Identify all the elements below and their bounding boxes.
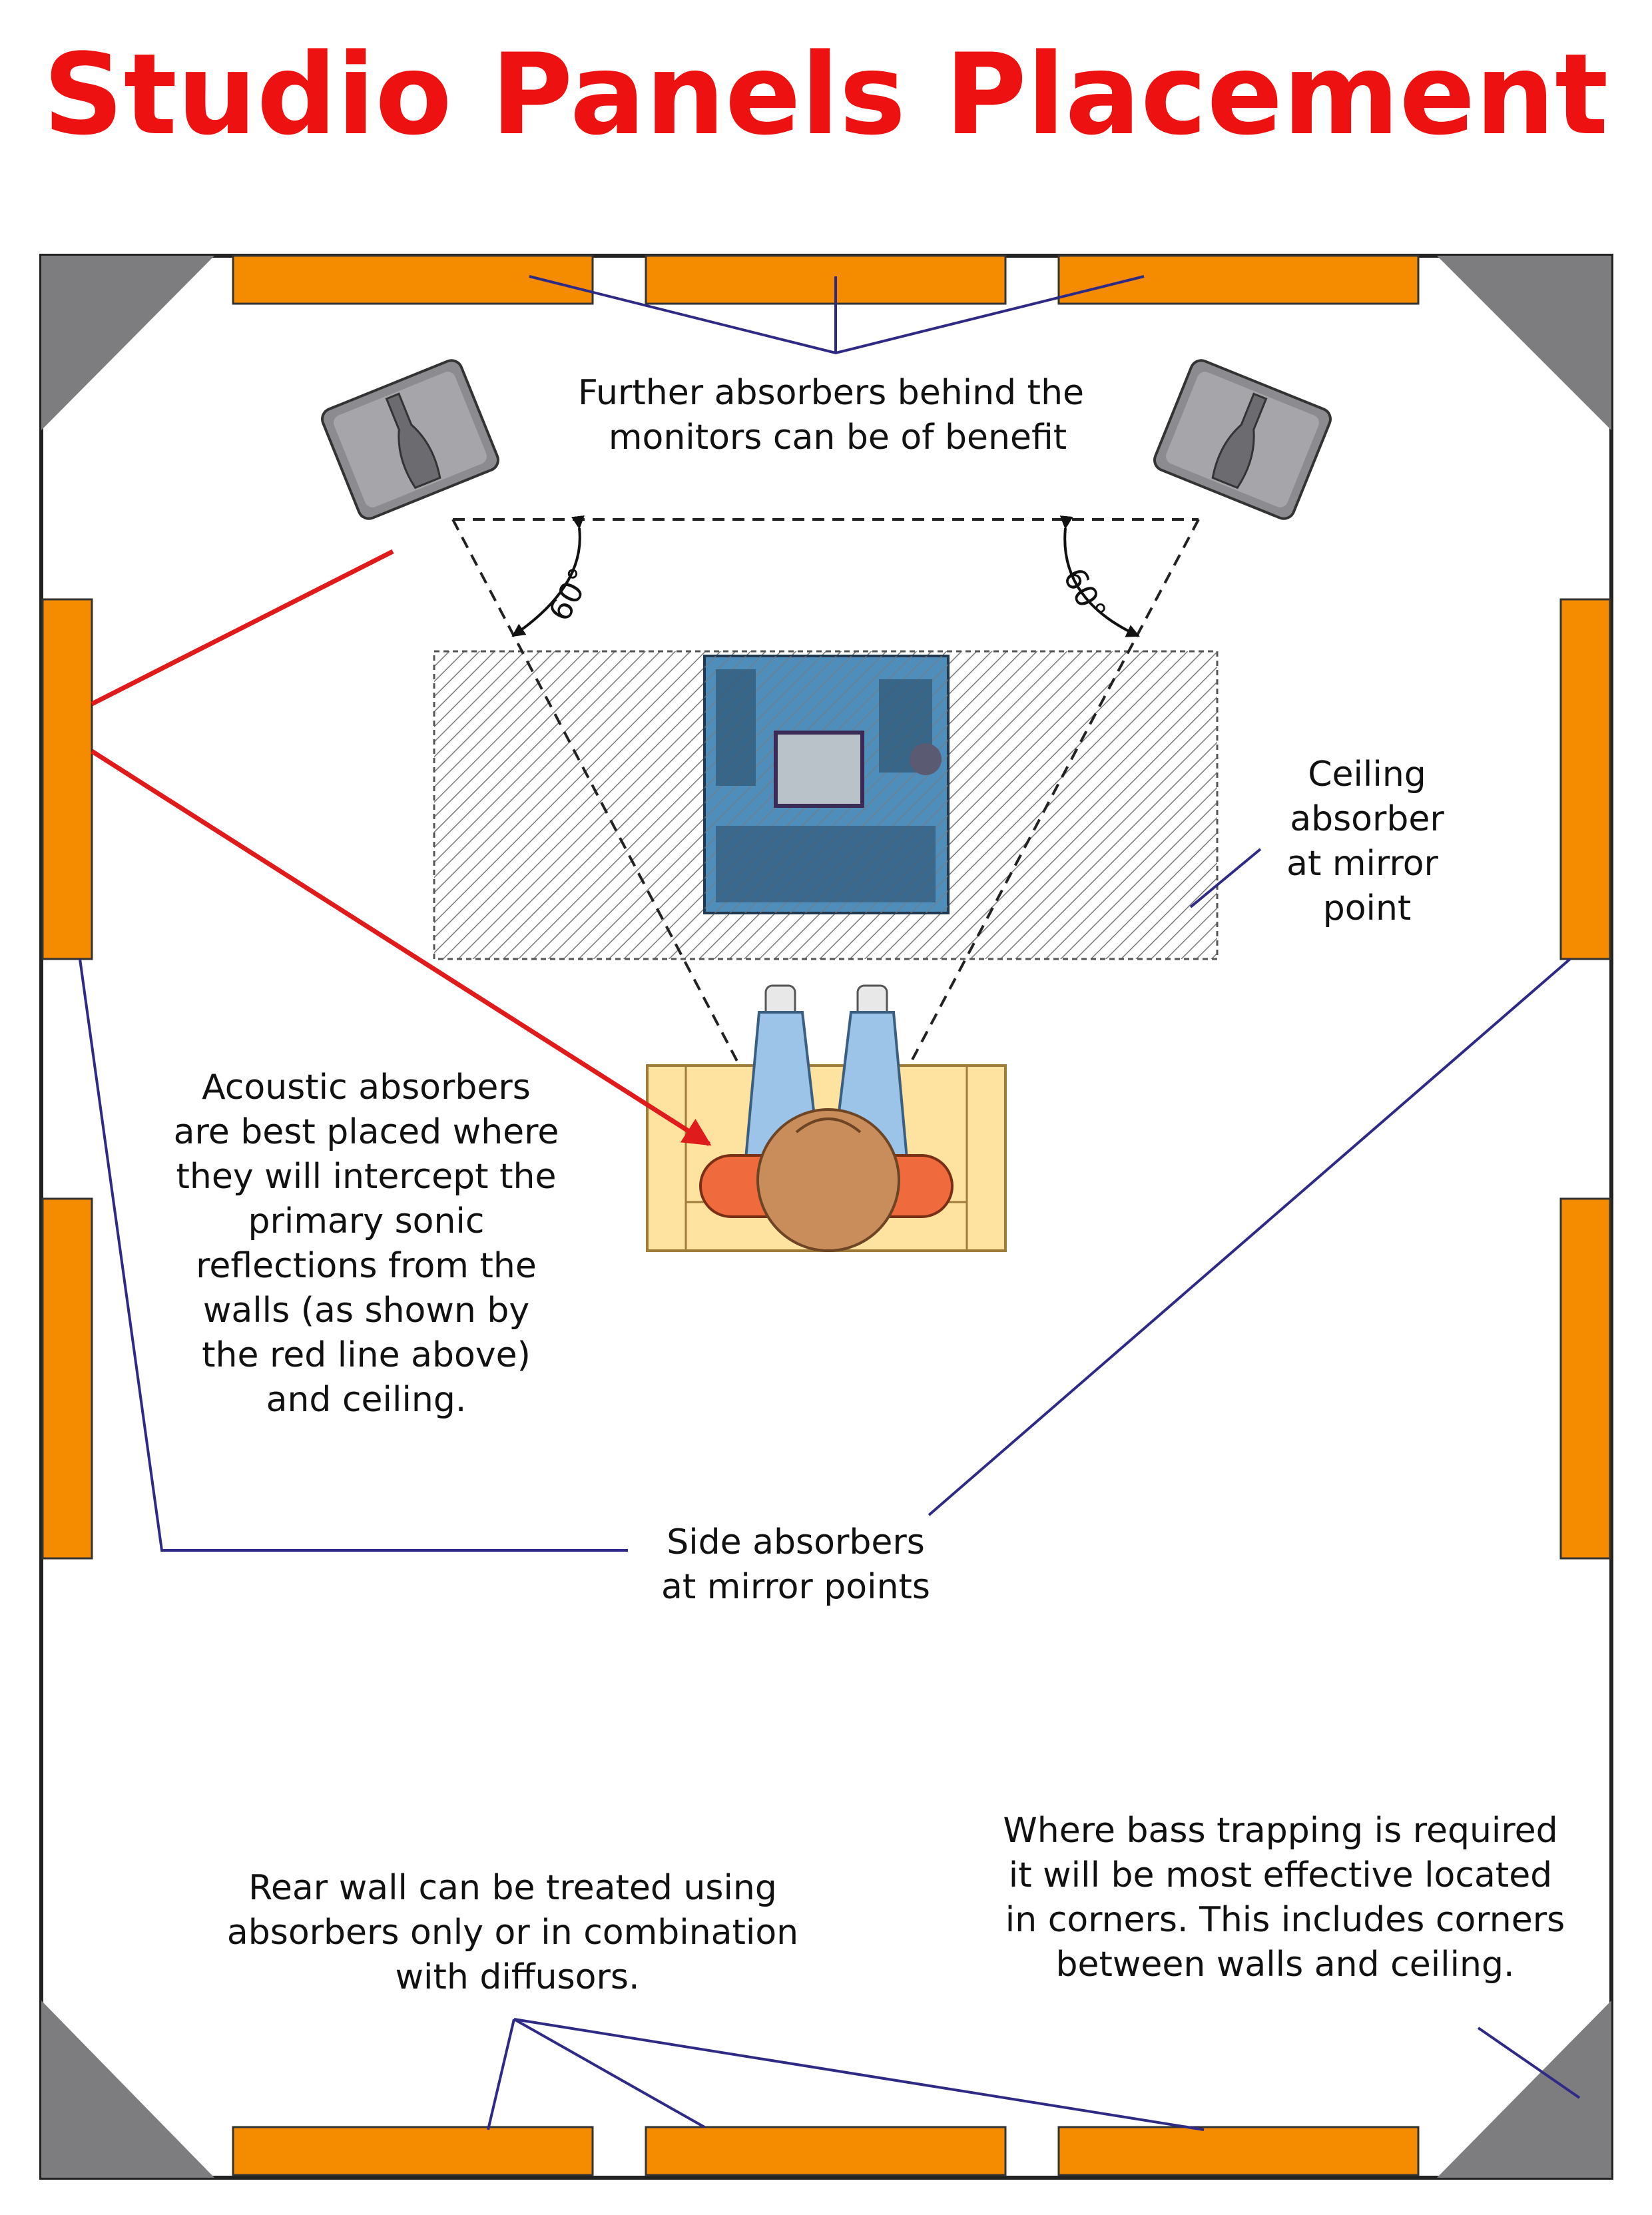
front-absorber-panel-right bbox=[1057, 254, 1420, 305]
left-speaker bbox=[321, 359, 499, 520]
annotation-line: Acoustic absorbers bbox=[202, 1068, 531, 1108]
leader-rear-left bbox=[487, 2019, 515, 2130]
leader-bass-trap bbox=[1477, 2027, 1581, 2099]
leader-rear-center bbox=[513, 2018, 705, 2128]
annotation-line: with diffusors. bbox=[396, 1957, 640, 1997]
front-absorber-panel-center bbox=[645, 254, 1007, 305]
annotation-line: point bbox=[1323, 888, 1412, 928]
reflection-line-reflected bbox=[91, 749, 712, 1146]
side-absorber-panel-left-upper bbox=[41, 598, 93, 960]
annotation-line: absorbers only or in combination bbox=[227, 1913, 798, 1953]
leader-lines bbox=[79, 275, 1581, 2131]
leader-side-right bbox=[928, 958, 1571, 1516]
annotation-line: Further absorbers behind the bbox=[578, 373, 1084, 413]
annotation-line: at mirror points bbox=[661, 1567, 930, 1607]
front-absorber-panel-left bbox=[232, 254, 594, 305]
leader-side-left bbox=[79, 958, 628, 1552]
corner-bass-trap-top-right bbox=[1437, 256, 1611, 430]
annotation-line: at mirror bbox=[1286, 844, 1438, 884]
corner-bass-trap-top-left bbox=[41, 256, 214, 430]
rear-absorber-panel-right bbox=[1057, 2126, 1420, 2176]
right-angle-arc bbox=[1059, 515, 1140, 637]
engineer-top-view-icon bbox=[699, 984, 954, 1252]
side-absorber-panel-right-upper bbox=[1559, 598, 1611, 960]
annotation-line: and ceiling. bbox=[266, 1380, 467, 1420]
annotation-line: absorber bbox=[1290, 799, 1444, 839]
side-absorber-panel-right-lower bbox=[1559, 1197, 1611, 1560]
right-speaker bbox=[1153, 359, 1332, 520]
annotation-line: in corners. This includes corners bbox=[1005, 1900, 1565, 1940]
annotation-further-absorbers: Further absorbers behind the monitors ca… bbox=[578, 373, 1084, 458]
annotation-line: between walls and ceiling. bbox=[1055, 1945, 1514, 1985]
page-title: Studio Panels Placement bbox=[43, 29, 1609, 160]
annotation-line: walls (as shown by bbox=[203, 1291, 529, 1331]
annotation-acoustic-absorbers: Acoustic absorbers are best placed where… bbox=[174, 1068, 559, 1420]
annotation-line: are best placed where bbox=[174, 1112, 559, 1152]
annotation-line: Ceiling bbox=[1308, 755, 1426, 794]
annotation-side-absorbers: Side absorbers at mirror points bbox=[661, 1522, 930, 1607]
leader-rear-right bbox=[513, 2018, 1205, 2131]
annotation-bass-trapping: Where bass trapping is required it will … bbox=[1003, 1811, 1565, 1985]
left-angle-arc bbox=[511, 515, 585, 637]
rear-absorber-panel-center bbox=[645, 2126, 1007, 2176]
annotation-ceiling-absorber: Ceiling absorber at mirror point bbox=[1286, 755, 1444, 928]
annotation-line: reflections from the bbox=[196, 1246, 537, 1286]
annotation-line: Where bass trapping is required bbox=[1003, 1811, 1557, 1851]
annotation-line: monitors can be of benefit bbox=[609, 418, 1067, 458]
corner-bass-trap-bottom-right bbox=[1437, 2001, 1611, 2178]
annotation-line: it will be most effective located bbox=[1009, 1855, 1552, 1895]
leader-ceiling-absorber bbox=[1189, 848, 1262, 908]
annotation-line: Rear wall can be treated using bbox=[248, 1868, 777, 1908]
reflection-line-incident bbox=[91, 549, 394, 707]
annotation-rear-wall: Rear wall can be treated using absorbers… bbox=[227, 1868, 798, 1997]
annotation-line: Side absorbers bbox=[667, 1522, 925, 1562]
annotation-line: primary sonic bbox=[248, 1201, 485, 1241]
side-absorber-panel-left-lower bbox=[41, 1197, 93, 1560]
corner-bass-trap-bottom-left bbox=[41, 2001, 214, 2178]
annotation-line: the red line above) bbox=[202, 1335, 531, 1375]
rear-absorber-panel-left bbox=[232, 2126, 594, 2176]
mixing-console-icon bbox=[703, 655, 950, 914]
annotation-line: they will intercept the bbox=[176, 1157, 557, 1197]
left-angle-label: 60° bbox=[541, 562, 599, 627]
